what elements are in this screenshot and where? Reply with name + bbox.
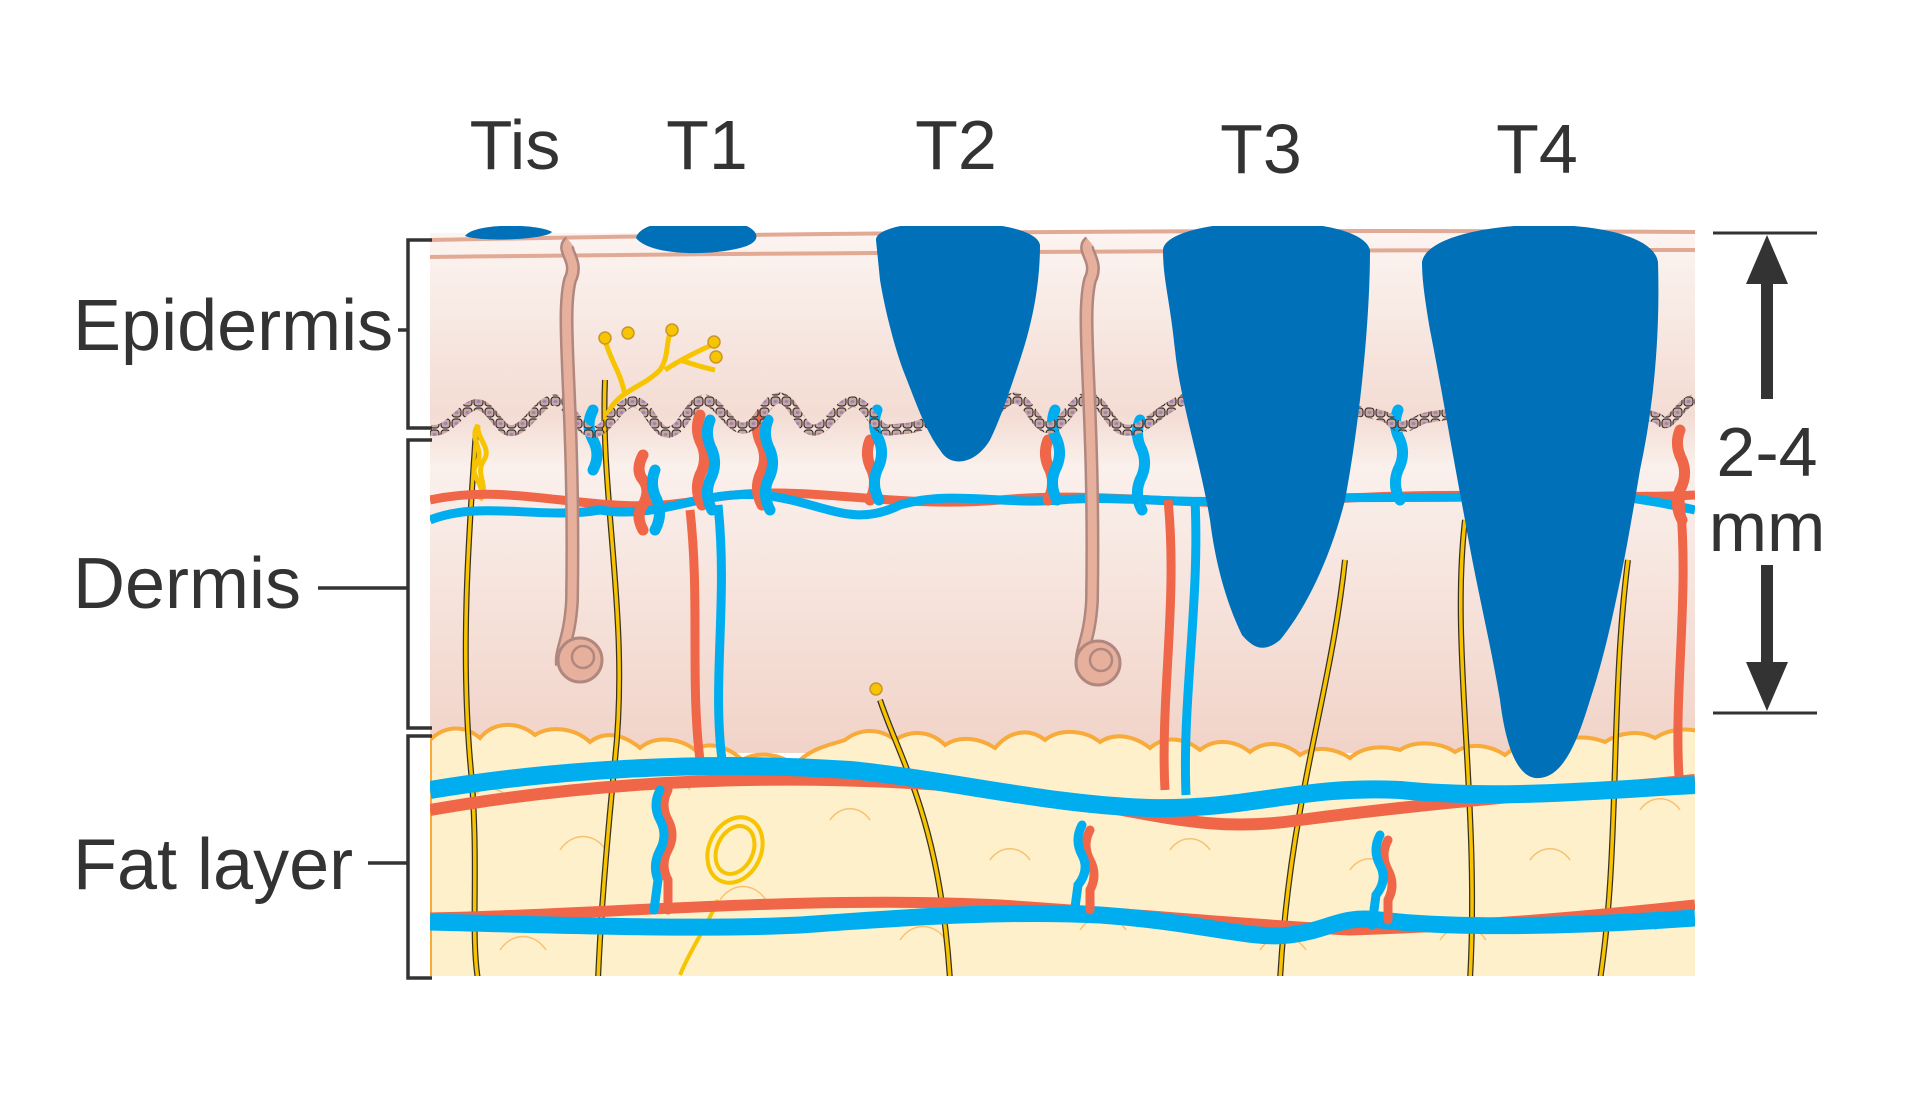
layer-label-dermis: Dermis	[73, 544, 301, 624]
tumor-t1	[636, 226, 757, 254]
fat-bracket	[406, 734, 432, 980]
fat-vein-lower	[430, 904, 1695, 945]
stage-label-t1: T1	[666, 106, 748, 184]
tumor-t2	[875, 226, 1040, 462]
epidermis-bracket	[406, 238, 432, 430]
free-nerve-endings	[602, 328, 716, 421]
hair-follicle-2	[1074, 236, 1122, 687]
stage-label-t2: T2	[915, 106, 997, 184]
hair-follicle-1	[554, 236, 604, 684]
stage-label-t4: T4	[1496, 110, 1578, 188]
depth-value: 2-4	[1716, 413, 1818, 491]
basal-cell-layer	[430, 392, 1695, 438]
stage-label-t3: T3	[1220, 110, 1302, 188]
tumor-t3	[1163, 226, 1370, 648]
layer-label-fat: Fat layer	[73, 825, 354, 905]
pacinian-corpuscle	[678, 815, 765, 976]
layer-label-epidermis: Epidermis	[73, 286, 394, 366]
tumor-tis	[465, 226, 552, 240]
fat-vein-upper	[430, 757, 1695, 818]
depth-arrow	[1713, 231, 1817, 715]
stage-label-tis: Tis	[469, 106, 561, 184]
depth-unit: mm	[1708, 488, 1826, 566]
dermis-bracket	[406, 438, 432, 730]
tumor-t4	[1422, 226, 1659, 779]
meissner-corpuscle	[471, 423, 489, 502]
